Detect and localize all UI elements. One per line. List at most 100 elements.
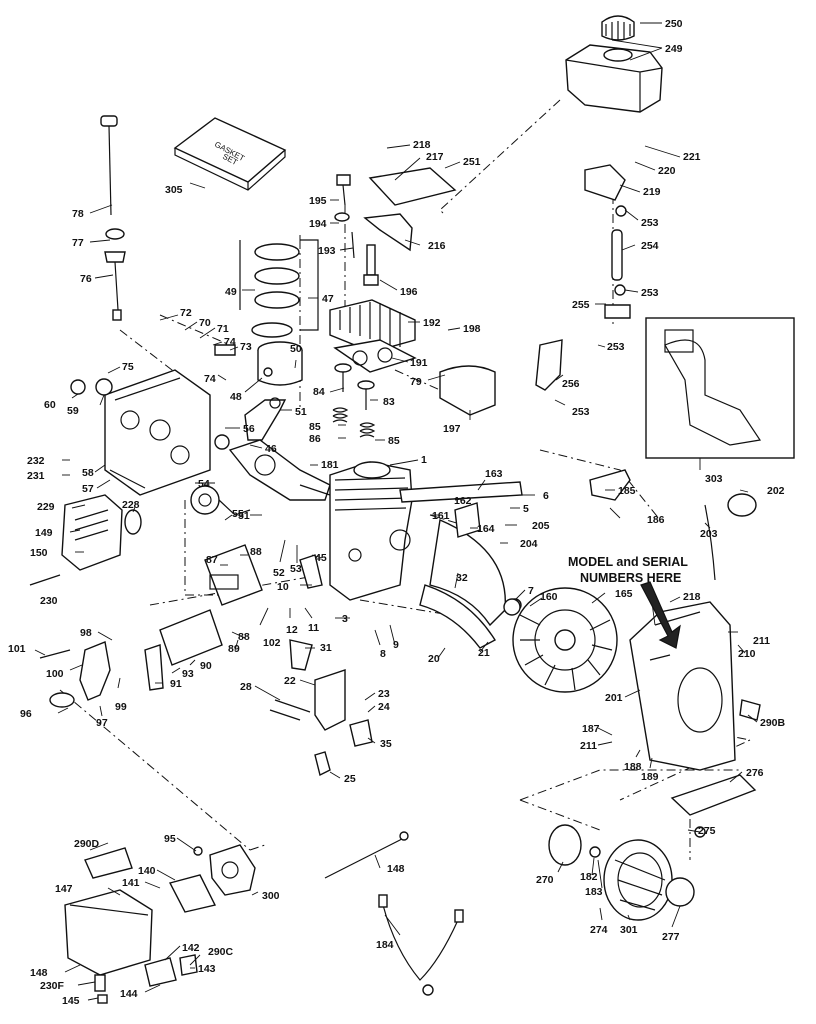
part-label-102: 102 (263, 637, 281, 649)
misc-parts (29, 365, 757, 721)
part-label-198: 198 (463, 323, 481, 335)
part-label-98: 98 (80, 627, 92, 639)
part-label-56: 56 (243, 423, 255, 435)
part-label-192: 192 (423, 317, 441, 329)
part-label-250: 250 (665, 18, 683, 30)
part-label-78: 78 (72, 208, 84, 220)
cam-gear (190, 485, 251, 516)
part-label-90: 90 (200, 660, 212, 672)
part-label-21: 21 (478, 647, 490, 659)
part-label-205: 205 (532, 520, 550, 532)
part-label-51: 51 (238, 510, 250, 522)
part-label-99: 99 (115, 701, 127, 713)
part-label-254: 254 (641, 240, 659, 252)
part-label-84: 84 (313, 386, 325, 398)
part-label-145: 145 (62, 995, 80, 1007)
recoil-starter (603, 839, 695, 921)
starter-cup (548, 824, 601, 866)
part-label-142: 142 (182, 942, 200, 954)
part-label-79: 79 (410, 376, 422, 388)
part-label-231: 231 (27, 470, 45, 482)
part-label-89: 89 (228, 643, 240, 655)
part-label-101: 101 (8, 643, 26, 655)
control-bracket (274, 669, 373, 777)
fuel-line (535, 205, 631, 391)
elbow-breather (49, 641, 111, 708)
spark-plug (363, 244, 379, 286)
part-label-86: 86 (309, 433, 321, 445)
part-label-87: 87 (206, 554, 218, 566)
part-label-255: 255 (572, 299, 590, 311)
part-label-96: 96 (20, 708, 32, 720)
part-label-47: 47 (322, 293, 334, 305)
part-label-196: 196 (400, 286, 418, 298)
part-label-20: 20 (428, 653, 440, 665)
part-label-144: 144 (120, 988, 138, 1000)
part-label-186: 186 (647, 514, 665, 526)
valves-springs (332, 363, 376, 438)
part-label-73: 73 (240, 341, 252, 353)
fuel-tank (565, 44, 663, 113)
part-label-46: 46 (265, 443, 277, 455)
part-label-51: 51 (295, 406, 307, 418)
part-label-70: 70 (199, 317, 211, 329)
part-number-labels: 250 249 218 217 251 221 220 219 305 195 … (8, 18, 786, 1007)
oil-seal (70, 378, 113, 396)
part-label-147: 147 (55, 883, 73, 895)
part-label-275: 275 (698, 825, 716, 837)
dipstick (100, 115, 126, 321)
part-label-88: 88 (250, 546, 262, 558)
part-label-77: 77 (72, 237, 84, 249)
part-label-141: 141 (122, 877, 140, 889)
part-label-74: 74 (204, 373, 216, 385)
part-label-274: 274 (590, 924, 608, 936)
part-label-76: 76 (80, 273, 92, 285)
part-label-165: 165 (615, 588, 633, 600)
part-label-162: 162 (454, 495, 472, 507)
part-label-85: 85 (388, 435, 400, 447)
intake-plates (159, 544, 263, 666)
air-cleaner-cover (64, 847, 198, 1004)
part-label-221: 221 (683, 151, 701, 163)
tank-bracket (363, 164, 626, 252)
part-label-148: 148 (30, 967, 48, 979)
part-label-85: 85 (309, 421, 321, 433)
part-label-28: 28 (240, 681, 252, 693)
part-label-253: 253 (572, 406, 590, 418)
part-label-12: 12 (286, 624, 298, 636)
part-label-57: 57 (82, 483, 94, 495)
part-label-58: 58 (82, 467, 94, 479)
part-label-189: 189 (641, 771, 659, 783)
part-label-10: 10 (277, 581, 289, 593)
part-label-211: 211 (753, 635, 770, 647)
part-label-54: 54 (198, 478, 210, 490)
part-label-148: 148 (387, 863, 405, 875)
part-label-203: 203 (700, 528, 718, 540)
carburetor (168, 844, 256, 913)
part-label-185: 185 (618, 485, 636, 497)
part-label-35: 35 (380, 738, 392, 750)
blower-housing (629, 601, 761, 771)
part-label-160: 160 (540, 591, 558, 603)
part-label-253: 253 (641, 217, 659, 229)
part-label-163: 163 (485, 468, 503, 480)
ground-wire (378, 894, 464, 996)
part-label-32: 32 (456, 572, 468, 584)
head-bolts (334, 174, 355, 259)
assembly-dashed-lines (59, 99, 752, 860)
part-label-184: 184 (376, 939, 394, 951)
part-label-290C: 290C (208, 946, 234, 958)
part-label-290D: 290D (74, 838, 100, 850)
part-label-230F: 230F (40, 980, 65, 992)
piston-rings (239, 239, 319, 338)
part-label-71: 71 (217, 323, 229, 335)
part-label-216: 216 (428, 240, 446, 252)
part-label-24: 24 (378, 701, 390, 713)
gasket-set-box: GASKET SET (173, 117, 287, 191)
part-label-211: 211 (580, 740, 597, 752)
governor-inset-box (645, 317, 795, 459)
part-label-219: 219 (643, 186, 661, 198)
part-label-210: 210 (738, 648, 756, 660)
part-label-183: 183 (585, 886, 603, 898)
